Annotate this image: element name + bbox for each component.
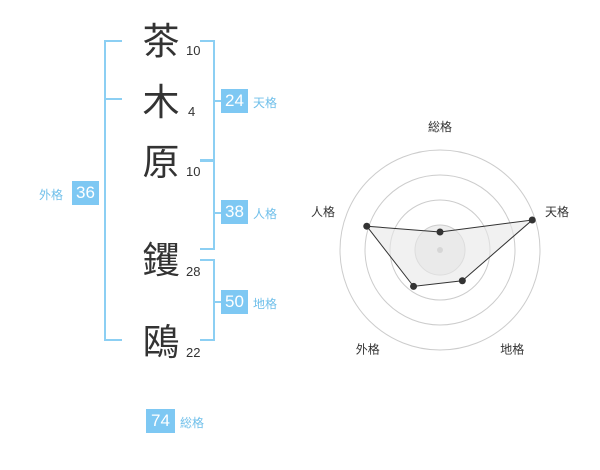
radar-point-3: [458, 277, 466, 285]
name-char-3: 原: [142, 141, 180, 184]
radar-point-1: [436, 228, 444, 236]
soukaku-value: 74: [146, 409, 175, 433]
radar-ring-3: [364, 174, 516, 326]
radar-axis-label-4: 外格: [356, 342, 380, 357]
stroke-count-3: 10: [186, 164, 201, 179]
name-char-5: 鴎: [142, 321, 180, 364]
radar-ring-4: [339, 149, 541, 351]
tenkaku-value: 24: [221, 89, 248, 113]
radar-axis-label-5: 人格: [311, 204, 335, 219]
tenkaku-connector: [215, 100, 221, 102]
gaikaku-value: 36: [72, 181, 99, 205]
stroke-count-4: 28: [186, 264, 201, 279]
chikaku-label: 地格: [253, 297, 278, 311]
jinkaku-bracket: [200, 160, 215, 250]
name-char-1: 茶: [142, 20, 180, 63]
radar-axis-label-2: 天格: [545, 204, 569, 219]
name-char-2: 木: [142, 81, 180, 124]
gaikaku-bracket: [104, 40, 122, 341]
name-char-4: 钁: [142, 239, 180, 282]
jinkaku-label: 人格: [253, 207, 278, 221]
chikaku-bracket: [200, 259, 215, 341]
chikaku-value: 50: [221, 290, 248, 314]
gaikaku-label: 外格: [39, 188, 64, 202]
radar-axis-label-1: 総格: [428, 119, 452, 134]
radar-value-polygon: [365, 219, 534, 287]
stroke-count-2: 4: [188, 104, 196, 119]
jinkaku-connector: [215, 212, 221, 214]
radar-point-5: [363, 222, 371, 230]
stroke-count-1: 10: [186, 43, 201, 58]
radar-point-2: [528, 216, 536, 224]
bracket-separator: [104, 98, 122, 100]
jinkaku-value: 38: [221, 200, 248, 224]
radar-point-4: [410, 282, 418, 290]
tenkaku-label: 天格: [253, 96, 278, 110]
radar-axis-label-3: 地格: [500, 342, 524, 357]
stroke-count-5: 22: [186, 345, 201, 360]
soukaku-label: 総格: [180, 416, 205, 430]
chikaku-connector: [215, 301, 221, 303]
